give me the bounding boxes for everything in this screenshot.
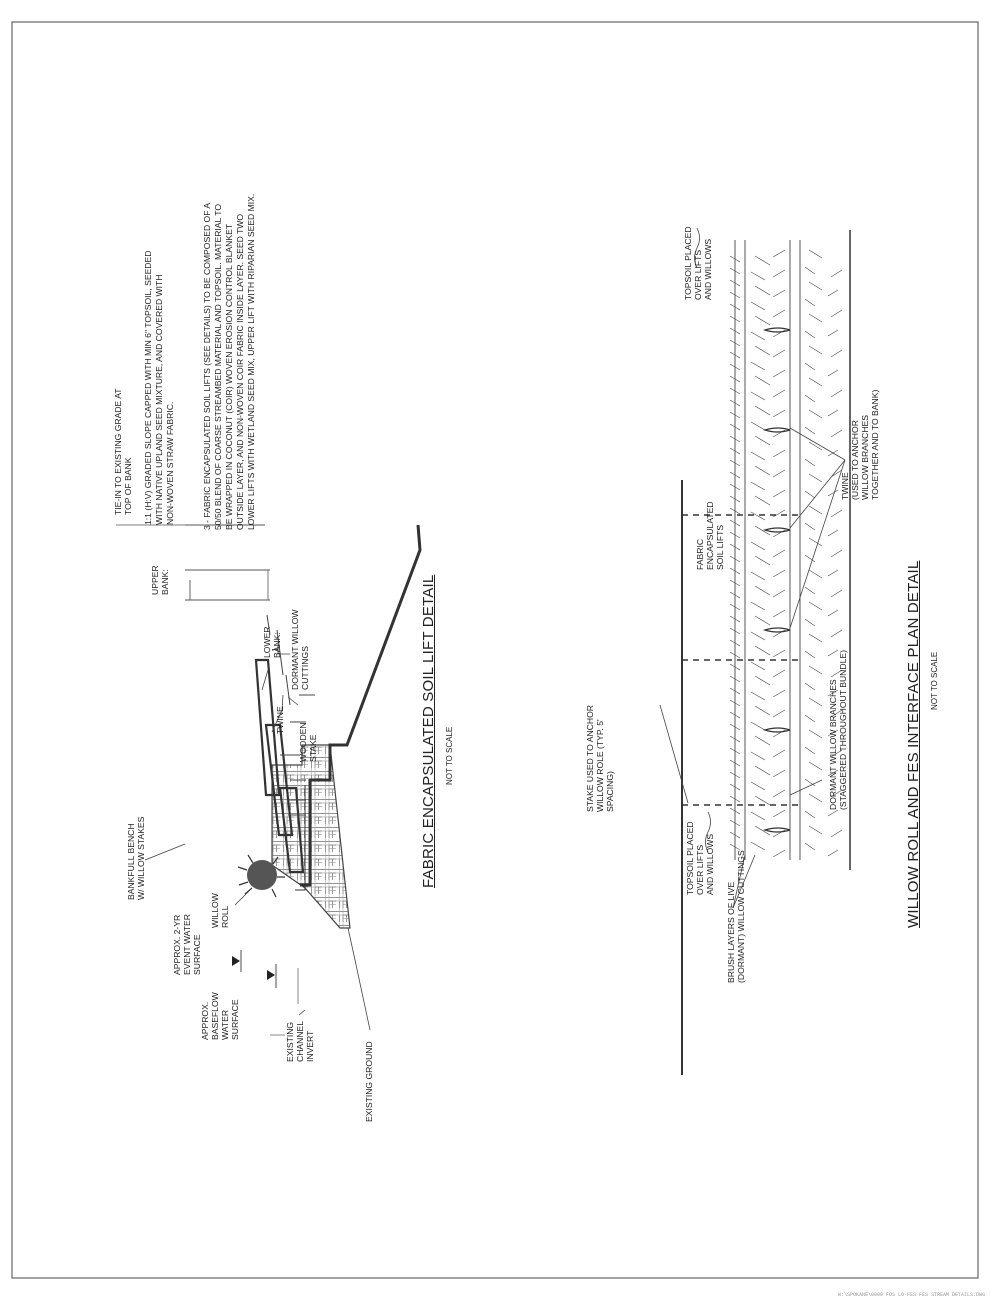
slope-indicator xyxy=(277,644,290,655)
note-lower-bank: 3 - FABRIC ENCAPSULATED SOIL LIFTS (SEE … xyxy=(202,193,256,530)
label-slope-ratio: 1 xyxy=(270,647,280,652)
soil-lift-3 xyxy=(254,658,281,797)
file-path-footer: W:\SPOKANE\0000 FOS LO-FES FES STREAM DE… xyxy=(837,1292,985,1298)
dormant-cutting-lines xyxy=(266,614,291,706)
willow-roll-mark xyxy=(247,860,277,890)
bank-dimension xyxy=(185,524,270,601)
leader-twine-stake xyxy=(271,694,299,733)
leader-twine-plan xyxy=(789,427,846,629)
label-twine-section: TWINE xyxy=(275,706,285,734)
leader-existing-ground xyxy=(347,927,371,1031)
stake-dashes xyxy=(682,514,800,806)
leader-channel-invert xyxy=(298,1009,306,1016)
leader-topsoil-left xyxy=(705,811,711,853)
willow-brush-texture xyxy=(729,249,843,858)
leader-topsoil-right xyxy=(694,227,700,269)
sheet-border xyxy=(11,21,979,1279)
event-water-triangle xyxy=(232,956,240,966)
soil-lift-1 xyxy=(278,786,305,874)
baseflow-triangle xyxy=(267,970,275,980)
label-existing-ground: EXISTING GROUND xyxy=(364,1041,374,1122)
leader-bankfull xyxy=(144,843,186,861)
leader-brush xyxy=(732,854,756,909)
note-upper-bank: 1:1 (H:V) GRADED SLOPE CAPPED WITH MIN 6… xyxy=(143,250,175,525)
label-brush-layers: BRUSH LAYERS OF LIVE(DORMANT) WILLOW CUT… xyxy=(726,850,746,983)
twine-wraps xyxy=(762,327,791,833)
graded-slope xyxy=(300,524,422,887)
top-detail-subtitle: NOT TO SCALE xyxy=(445,726,454,785)
leader-willow-roll xyxy=(234,887,253,906)
leader-stake xyxy=(659,704,689,804)
slope-outline xyxy=(295,785,306,891)
willow-stakes xyxy=(280,694,315,816)
leader-dormant xyxy=(261,669,269,691)
top-detail-title: FABRIC ENCAPSULATED SOIL LIFT DETAIL xyxy=(420,574,437,888)
label-dormant-branches: DORMANT WILLOW BRANCHES(STAGGERED THROUG… xyxy=(828,650,848,810)
bottom-detail-title: WILLOW ROLL AND FES INTERFACE PLAN DETAI… xyxy=(905,560,922,928)
soil-lift-2 xyxy=(264,723,294,837)
leader-dormant-branches xyxy=(789,779,823,796)
bottom-detail-subtitle: NOT TO SCALE xyxy=(930,651,939,710)
